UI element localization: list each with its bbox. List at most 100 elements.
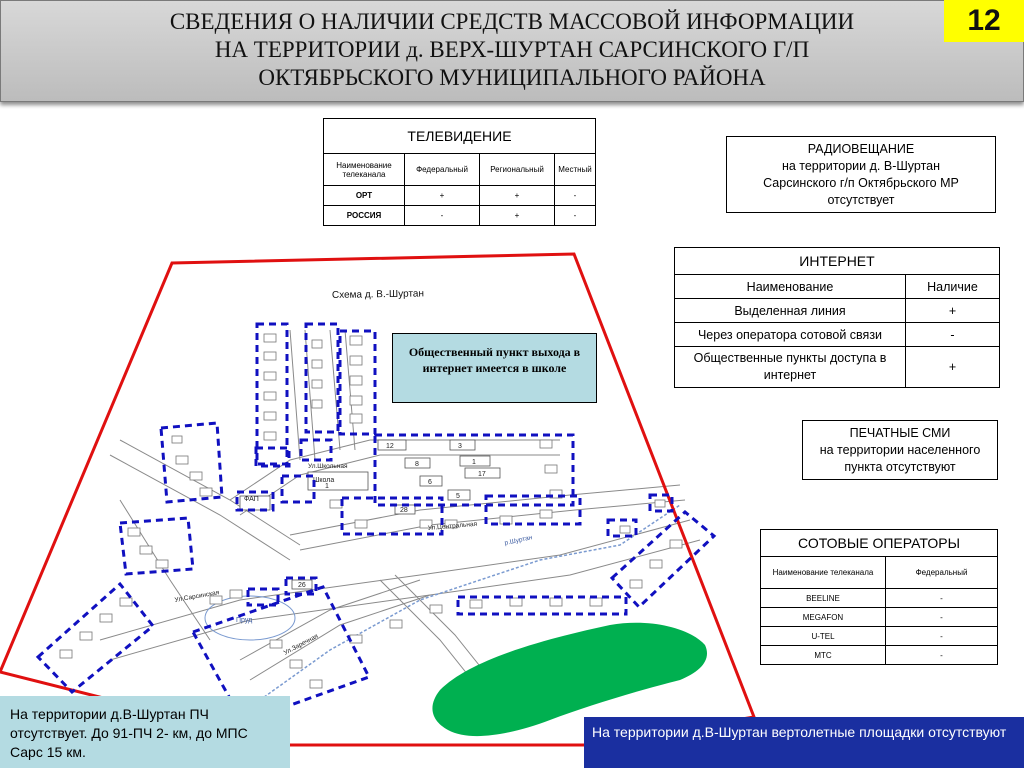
helipad-note: На территории д.В-Шуртан вертолетные пло… xyxy=(584,717,1024,768)
print-media-box: ПЕЧАТНЫЕ СМИ на территории населенного п… xyxy=(802,420,998,480)
tv-regional: + xyxy=(479,205,555,226)
zone-7 xyxy=(35,581,156,695)
bld-17: 17 xyxy=(478,471,486,478)
river-line xyxy=(259,504,681,701)
internet-value: + xyxy=(905,346,1000,388)
print-line-2: пункта отсутствуют xyxy=(844,460,956,474)
table-row: U-TEL - xyxy=(760,626,998,646)
cellular-title: СОТОВЫЕ ОПЕРАТОРЫ xyxy=(760,529,998,557)
pond-label: Пруд xyxy=(236,617,252,624)
cellular-value: - xyxy=(885,645,998,665)
zone-10 xyxy=(609,510,717,610)
slide-number: 12 xyxy=(944,0,1024,42)
tv-federal: + xyxy=(404,185,480,206)
cellular-name: МТС xyxy=(760,645,886,665)
zone-1 xyxy=(255,322,289,466)
table-row: Через оператора сотовой связи - xyxy=(674,322,1000,347)
tv-name: ОРТ xyxy=(323,185,405,206)
zone-4 xyxy=(373,433,575,507)
cellular-value: - xyxy=(885,607,998,627)
internet-name: Общественные пункты доступа в интернет xyxy=(674,346,906,388)
internet-name: Через оператора сотовой связи xyxy=(674,322,906,347)
zone-2 xyxy=(304,322,340,434)
building-numbers: 12 3 8 1 17 6 5 Школа 1 ФАП 26 28 Пруд xyxy=(236,443,486,624)
radio-line-1: на территории д. В-Шуртан xyxy=(781,159,941,173)
zone-5 xyxy=(159,421,224,504)
radio-title: РАДИОВЕЩАНИЕ xyxy=(807,142,915,156)
header-bar xyxy=(0,0,1024,102)
bld-28: 28 xyxy=(400,507,408,514)
street-central: Ул.Центральная xyxy=(428,521,478,532)
cellular-name: U-TEL xyxy=(760,626,886,646)
zone-19 xyxy=(254,446,291,468)
zone-9 xyxy=(456,595,628,616)
tv-col-federal: Федеральный xyxy=(404,153,480,186)
title-line-3: ОКТЯБРЬСКОГО МУНИЦИПАЛЬНОГО РАЙОНА xyxy=(258,65,766,90)
title-line-1: СВЕДЕНИЯ О НАЛИЧИИ СРЕДСТВ МАССОВОЙ ИНФО… xyxy=(169,9,855,34)
table-row: Выделенная линия + xyxy=(674,298,1000,323)
cellular-name: MEGAFON xyxy=(760,607,886,627)
tv-col-local: Местный xyxy=(554,153,596,186)
numbered-buildings xyxy=(239,439,501,590)
zones xyxy=(35,322,717,724)
river-label: р.Шуртан xyxy=(504,534,533,547)
tv-col-regional: Региональный xyxy=(479,153,555,186)
pond-shape xyxy=(204,595,296,641)
page-title: СВЕДЕНИЯ О НАЛИЧИИ СРЕДСТВ МАССОВОЙ ИНФО… xyxy=(0,8,1024,92)
map-title: Схема д. В.-Шуртан xyxy=(332,288,424,301)
table-row: ОРТ + + - xyxy=(323,185,596,206)
street-labels: Ул.Школьная Ул.Сарсинская Ул.Заречная Ул… xyxy=(174,463,533,657)
table-row: MEGAFON - xyxy=(760,607,998,627)
table-row: Общественные пункты доступа в интернет + xyxy=(674,346,1000,388)
houses xyxy=(59,333,683,689)
school-label: Школа xyxy=(313,477,334,484)
table-row: РОССИЯ - + - xyxy=(323,205,596,226)
zone-13 xyxy=(340,496,444,536)
internet-col-name: Наименование xyxy=(674,274,906,299)
zone-12 xyxy=(235,490,275,512)
internet-table: ИНТЕРНЕТ Наименование Наличие Выделенная… xyxy=(674,247,1000,388)
tv-regional: + xyxy=(479,185,555,206)
school-number: 1 xyxy=(325,483,329,490)
tv-local: - xyxy=(554,205,596,226)
cellular-name: BEELINE xyxy=(760,588,886,608)
bld-6: 6 xyxy=(428,479,432,486)
title-line-2: НА ТЕРРИТОРИИ д. ВЕРХ-ШУРТАН САРСИНСКОГО… xyxy=(214,37,810,62)
tv-table: ТЕЛЕВИДЕНИЕ Наименование телеканала Феде… xyxy=(323,118,596,226)
radio-box: РАДИОВЕЩАНИЕ на территории д. В-Шуртан С… xyxy=(726,136,996,213)
cellular-value: - xyxy=(885,626,998,646)
cellular-table: СОТОВЫЕ ОПЕРАТОРЫ Наименование телеканал… xyxy=(760,529,998,665)
radio-line-3: отсутствует xyxy=(827,193,895,207)
forest-area xyxy=(432,622,708,737)
fap-label: ФАП xyxy=(244,496,259,503)
fire-station-note: На территории д.В-Шуртан ПЧ отсутствует.… xyxy=(0,696,290,768)
tv-name: РОССИЯ xyxy=(323,205,405,226)
street-zarechnaya: Ул.Заречная xyxy=(283,633,320,657)
zone-17 xyxy=(246,587,280,607)
zone-11 xyxy=(280,474,316,504)
cellular-col-name: Наименование телеканала xyxy=(760,556,886,589)
tv-local: - xyxy=(554,185,596,206)
zone-15 xyxy=(606,518,638,538)
zone-16 xyxy=(648,493,674,513)
table-row: BEELINE - xyxy=(760,588,998,608)
cellular-col-federal: Федеральный xyxy=(885,556,998,589)
zone-3 xyxy=(338,329,377,436)
print-title: ПЕЧАТНЫЕ СМИ xyxy=(849,426,951,440)
internet-value: + xyxy=(905,298,1000,323)
bld-8: 8 xyxy=(415,461,419,468)
internet-title: ИНТЕРНЕТ xyxy=(674,247,1000,275)
table-row: МТС - xyxy=(760,645,998,665)
internet-name: Выделенная линия xyxy=(674,298,906,323)
zone-20 xyxy=(299,438,333,462)
school-internet-note: Общественный пункт выхода в интернет име… xyxy=(392,333,597,403)
cellular-value: - xyxy=(885,588,998,608)
street-school: Ул.Школьная xyxy=(308,463,348,470)
print-line-1: на территории населенного xyxy=(819,443,981,457)
internet-value: - xyxy=(905,322,1000,347)
bld-3: 3 xyxy=(458,443,462,450)
zone-14 xyxy=(484,494,582,526)
tv-col-name: Наименование телеканала xyxy=(323,153,405,186)
tv-federal: - xyxy=(404,205,480,226)
